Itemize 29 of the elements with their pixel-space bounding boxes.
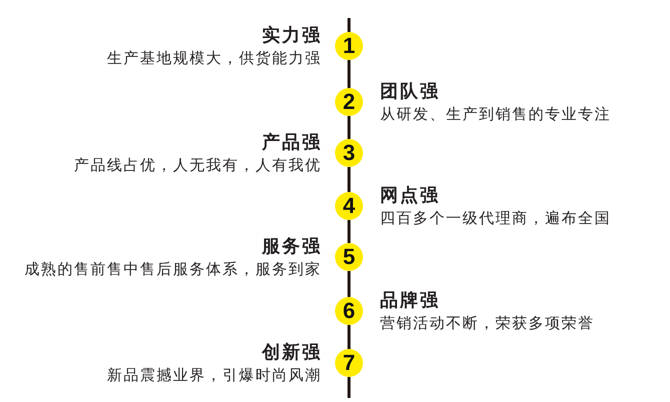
- step-description: 四百多个一级代理商，遍布全国: [380, 209, 611, 227]
- step-description: 成熟的售前售中售后服务体系，服务到家: [24, 260, 322, 278]
- step-description: 产品线占优，人无我有，人有我优: [74, 156, 322, 174]
- step-number-circle: 3: [335, 139, 363, 167]
- step-description: 新品震撼业界，引爆时尚风潮: [107, 366, 322, 384]
- timeline-line: [348, 116, 350, 139]
- step-number-circle: 2: [335, 88, 363, 116]
- step-description: 生产基地规模大，供货能力强: [107, 49, 322, 67]
- step-heading: 服务强: [262, 237, 322, 257]
- step-heading: 实力强: [262, 26, 322, 46]
- step-heading: 网点强: [380, 186, 440, 206]
- timeline-line: [348, 271, 350, 297]
- step-heading: 品牌强: [380, 291, 440, 311]
- step-description: 从研发、生产到销售的专业专注: [380, 105, 611, 123]
- timeline-line: [348, 220, 350, 243]
- timeline-line: [348, 167, 350, 192]
- timeline-line: [348, 60, 350, 88]
- step-heading: 创新强: [262, 343, 322, 363]
- step-heading: 团队强: [380, 82, 440, 102]
- step-number-circle: 4: [335, 192, 363, 220]
- step-description: 营销活动不断，荣获多项荣誉: [380, 314, 594, 332]
- timeline-line: [348, 377, 350, 398]
- step-number-circle: 5: [335, 243, 363, 271]
- step-heading: 产品强: [262, 133, 322, 153]
- step-number-circle: 6: [335, 297, 363, 325]
- timeline-line: [348, 325, 350, 349]
- timeline-line: [348, 18, 350, 32]
- step-number-circle: 7: [335, 349, 363, 377]
- step-number-circle: 1: [335, 32, 363, 60]
